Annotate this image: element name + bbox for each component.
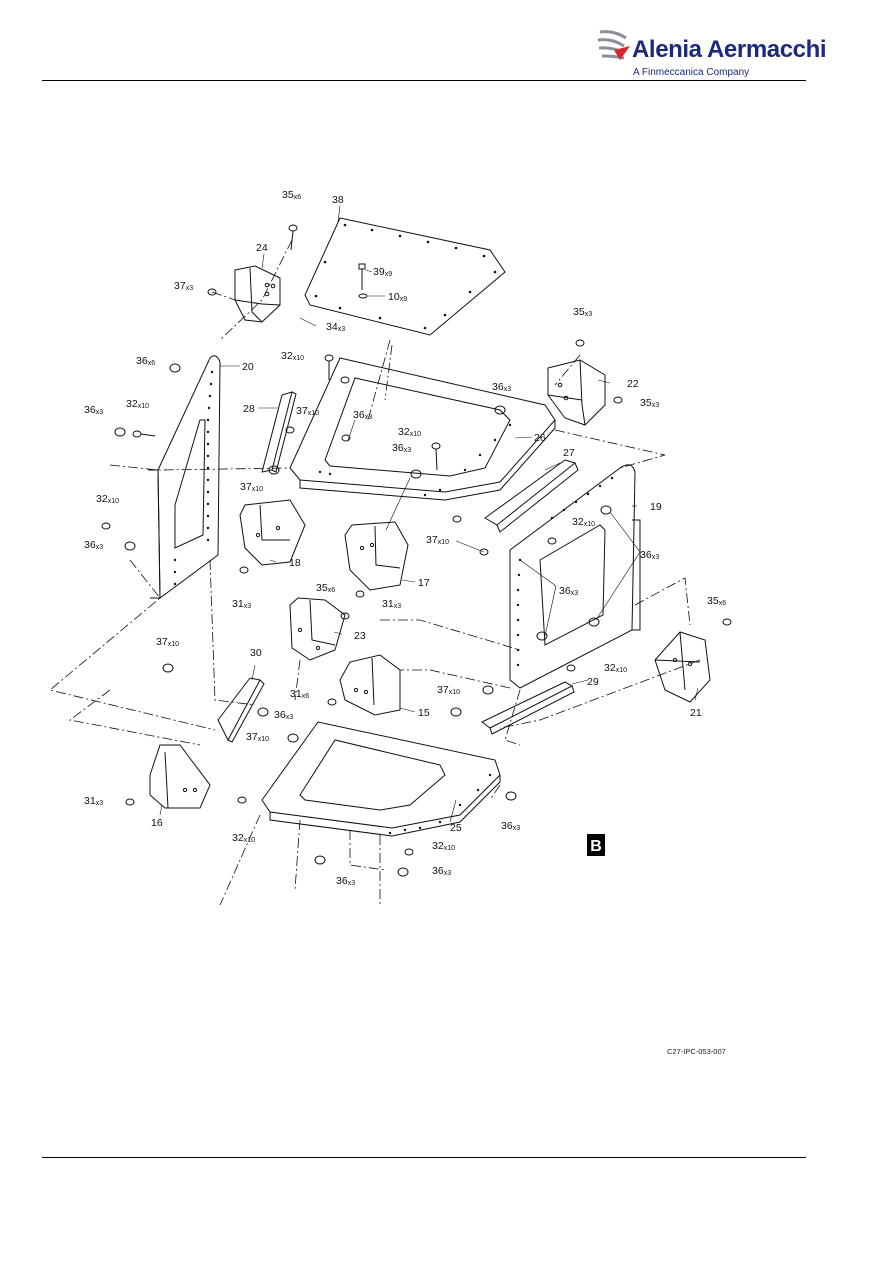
callout-label: 19 [650,501,662,513]
callout-label: 32x10 [432,840,455,852]
callout-label: 30 [250,647,262,659]
callout-label: 36x3 [353,409,372,421]
callout-label: 39x9 [373,266,392,278]
part-29-angle [481,681,575,735]
callout-label: 21 [690,707,702,719]
callout-label: 15 [418,707,430,719]
footer-rule [42,1157,806,1158]
callout-label: 18 [289,557,301,569]
part-23-bracket [289,597,346,661]
callout-label: 37x10 [240,481,263,493]
callout-label: 27 [563,447,575,459]
callout-label: 32x10 [604,662,627,674]
callout-label: 32x10 [126,398,149,410]
callout-label: 36x3 [501,820,520,832]
callout-label: 26 [534,432,546,444]
callout-label: 35x6 [282,189,301,201]
callout-label: 36x3 [392,442,411,454]
callout-label: 32x10 [232,832,255,844]
callout-label: 32x10 [398,426,421,438]
callout-label: 31x3 [84,795,103,807]
swoosh-logo-icon [597,30,630,60]
part-28-angle [261,391,297,473]
part-15-bracket [339,654,401,716]
callout-label: 10x9 [388,291,407,303]
callout-label: 20 [242,361,254,373]
assembly-centerlines [49,239,701,906]
callout-label: 37x10 [437,684,460,696]
callout-label: 35x6 [707,595,726,607]
callout-label: 31x6 [290,688,309,700]
brand-tagline: A Finmeccanica Company [633,67,750,78]
view-label-b: B [587,834,605,856]
figure-reference: C27-IPC-053-007 [667,1047,726,1056]
callout-label: 37x3 [174,280,193,292]
callout-label: 36x3 [274,709,293,721]
part-24-bracket [234,265,281,323]
callout-label: 22 [627,378,639,390]
part-17-bracket [344,521,409,591]
company-logo: Alenia Aermacchi A Finmeccanica Company [596,26,827,82]
view-label-text: B [590,838,602,855]
part-30-angle [217,677,265,743]
callout-label: 38 [332,194,344,206]
callout-label: 36x3 [84,539,103,551]
callout-label: 32x10 [96,493,119,505]
callout-label: 31x3 [232,598,251,610]
header-rule [42,80,806,81]
callout-label: 24 [256,242,268,254]
callout-label: 31x3 [382,598,401,610]
part-19-side-panel [509,464,641,689]
callout-labels: 35x6 38 24 39x9 10x9 37x3 34x3 35x3 36x6… [84,189,726,887]
part-39-bolt [358,263,368,299]
callout-label: 36x3 [492,381,511,393]
callout-label: 34x3 [326,321,345,333]
callout-label: 37x10 [296,405,319,417]
callout-label: 37x10 [156,636,179,648]
part-27-strip [484,459,579,533]
part-16-bracket [149,744,211,809]
part-38-cover-plate [304,217,506,336]
callout-label: 17 [418,577,430,589]
callout-label: 36x3 [84,404,103,416]
callout-label: 32x10 [281,350,304,362]
callout-label: 37x10 [426,534,449,546]
part-18-bracket [239,499,306,566]
part-26-top-tray [289,357,556,501]
callout-label: 36x3 [336,875,355,887]
part-20-side-panel [148,355,221,599]
callout-label: 28 [243,403,255,415]
part-22-bracket [547,359,606,426]
callout-label: 32x10 [572,516,595,528]
callout-label: 36x3 [432,865,451,877]
callout-label: 36x3 [559,585,578,597]
callout-label: 35x6 [316,582,335,594]
brand-name: Alenia Aermacchi [632,36,827,63]
callout-label: 25 [450,822,462,834]
callout-label: 35x3 [640,397,659,409]
part-21-bracket [654,631,711,703]
callout-label: 16 [151,817,163,829]
callout-label: 36x3 [640,549,659,561]
callout-label: 29 [587,676,599,688]
callout-label: 23 [354,630,366,642]
callout-label: 37x10 [246,731,269,743]
callout-label: 35x3 [573,306,592,318]
part-25-bottom-tray [261,721,501,837]
fasteners [101,224,732,877]
leader-lines [159,205,699,823]
callout-label: 36x6 [136,355,155,367]
